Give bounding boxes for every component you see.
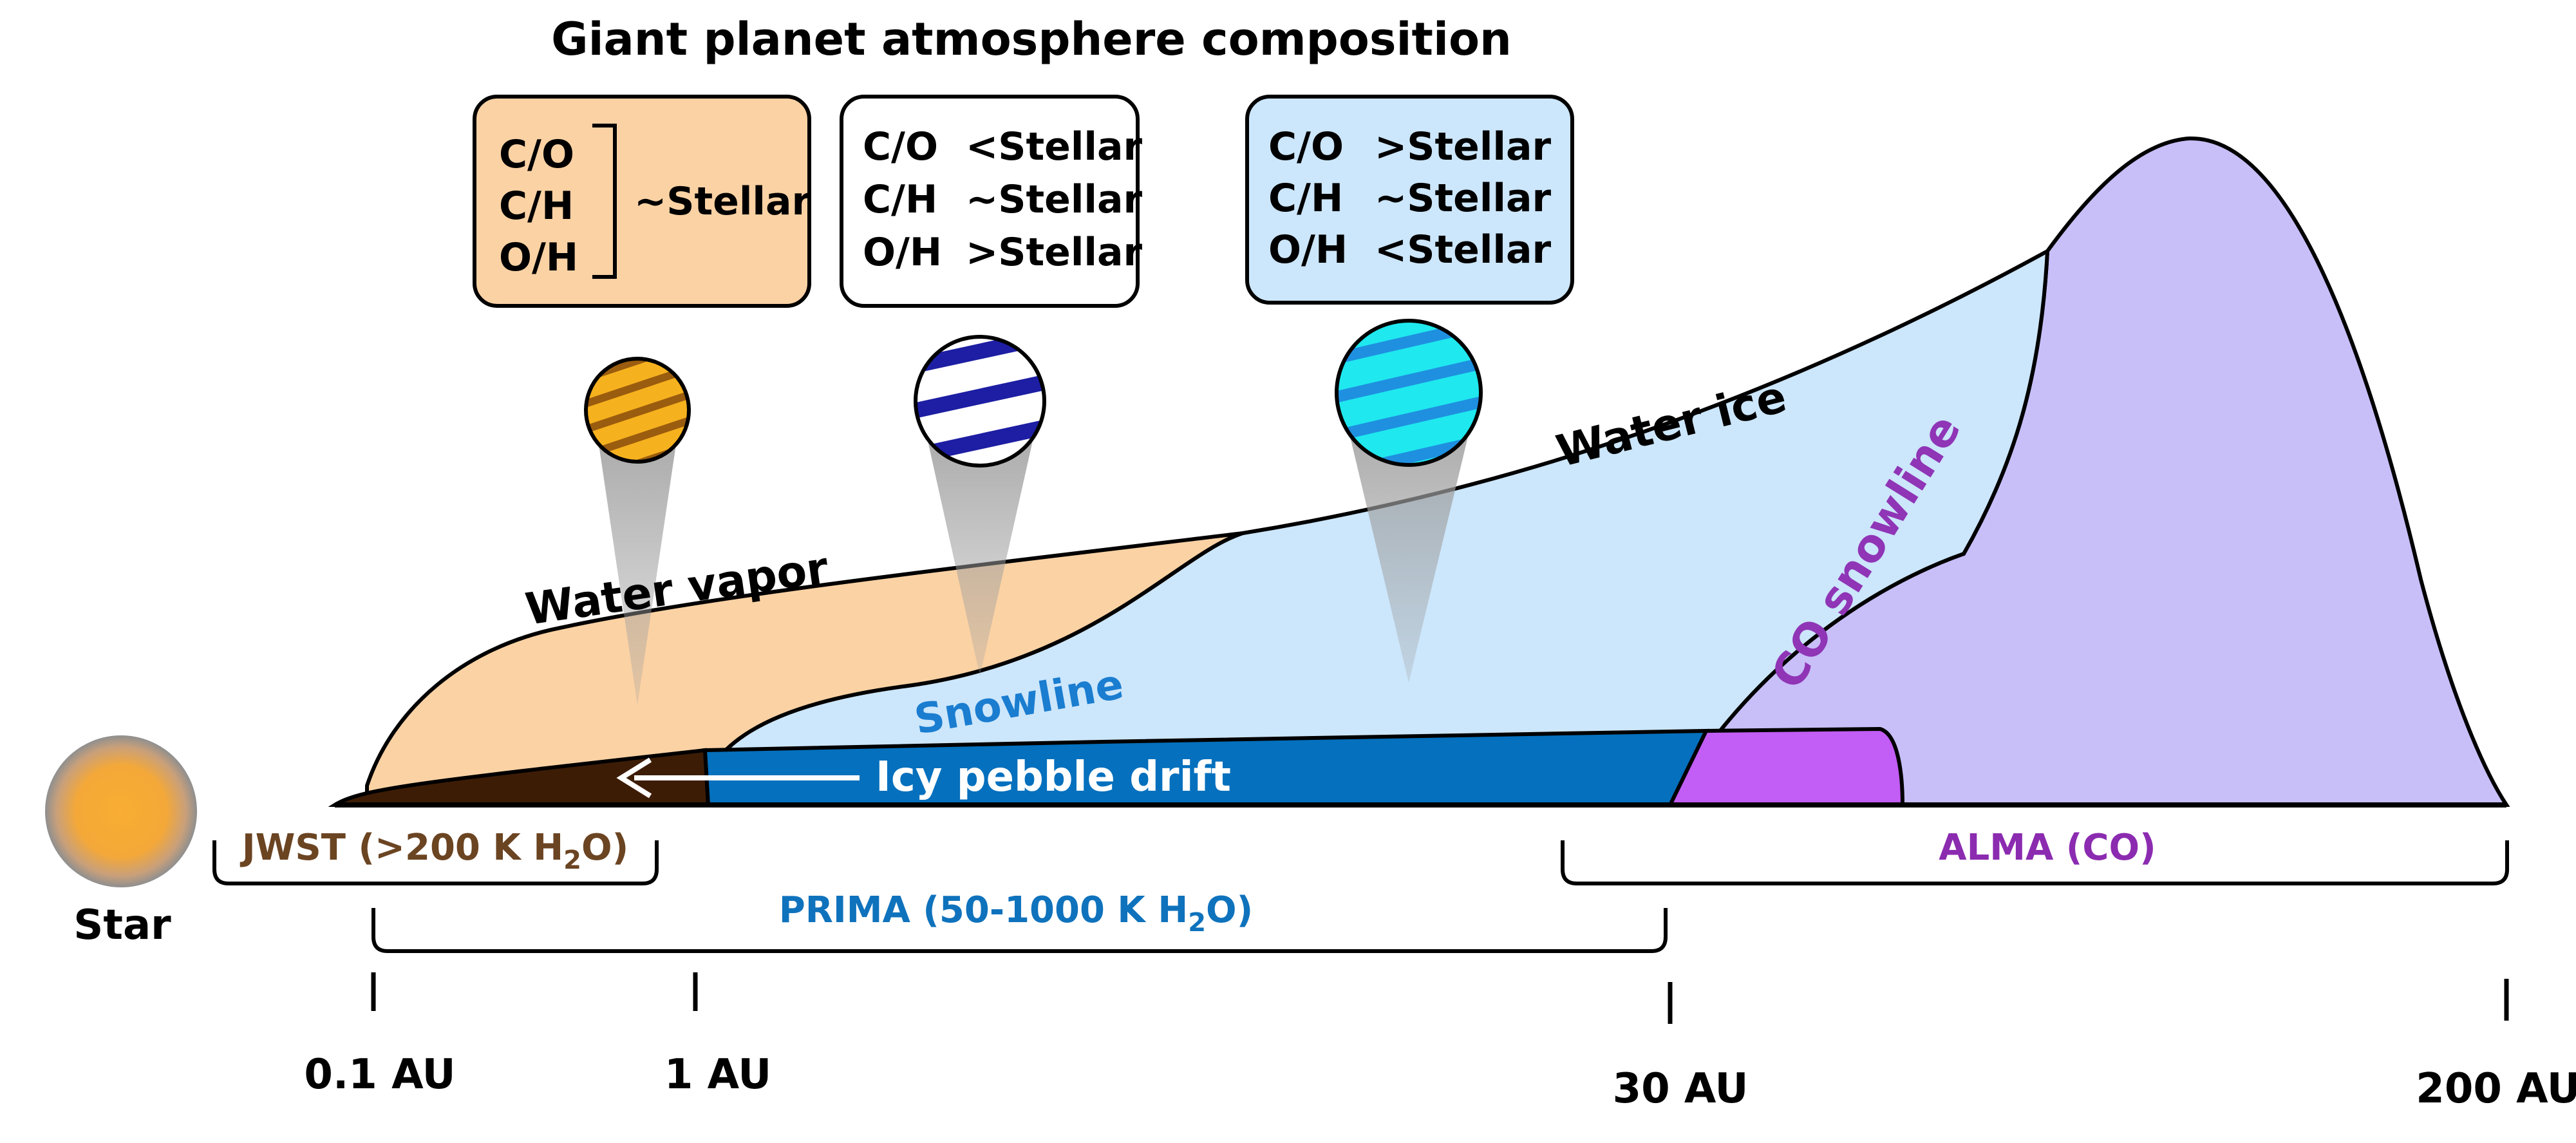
box2-value-ch: ~Stellar bbox=[966, 177, 1142, 222]
cone-3 bbox=[1349, 431, 1469, 683]
box1-bracket bbox=[592, 124, 617, 279]
prima-bracket bbox=[371, 908, 1668, 953]
box3-value-oh: <Stellar bbox=[1375, 227, 1551, 272]
alma-bracket bbox=[1561, 840, 2509, 885]
box3-ratio-oh: O/H bbox=[1268, 227, 1348, 272]
box1-ratio-oh: O/H bbox=[499, 235, 578, 280]
prima-label: PRIMA (50-1000 K H2O) bbox=[779, 889, 1254, 938]
distance-label-1-au: 1 AU bbox=[664, 1051, 771, 1099]
box3-ratio-co: C/O bbox=[1268, 124, 1344, 169]
box2-value-co: <Stellar bbox=[966, 124, 1142, 169]
alma-label: ALMA (CO) bbox=[1939, 827, 2156, 869]
jwst-label: JWST (>200 K H2O) bbox=[240, 827, 628, 875]
composition-box-2: C/O <Stellar C/H ~Stellar O/H >Stellar bbox=[840, 95, 1142, 308]
distance-label-200-au: 200 AU bbox=[2416, 1065, 2576, 1113]
diagram-title: Giant planet atmosphere composition bbox=[551, 13, 1512, 66]
box2-value-oh: >Stellar bbox=[966, 230, 1142, 275]
box1-ratio-co: C/O bbox=[499, 132, 574, 177]
star-icon bbox=[45, 735, 197, 887]
box1-ratio-ch: C/H bbox=[499, 184, 574, 229]
box2-ratio-oh: O/H bbox=[863, 230, 942, 275]
star-label: Star bbox=[73, 902, 171, 949]
planet-3 bbox=[1335, 319, 1483, 467]
box2-ratio-co: C/O bbox=[863, 124, 938, 169]
pebble-drift-layer bbox=[702, 728, 1709, 807]
icy-pebble-drift-label: Icy pebble drift bbox=[876, 753, 1231, 801]
box3-value-co: >Stellar bbox=[1375, 124, 1551, 169]
jwst-bracket bbox=[212, 840, 659, 885]
pebble-drift-arrow bbox=[616, 757, 860, 798]
cone-1 bbox=[599, 444, 676, 705]
box2-ratio-ch: C/H bbox=[863, 177, 937, 222]
composition-box-3: C/O >Stellar C/H ~Stellar O/H <Stellar bbox=[1245, 95, 1574, 305]
box1-value: ~Stellar bbox=[634, 179, 811, 224]
distance-label-0-1-au: 0.1 AU bbox=[304, 1051, 455, 1099]
planet-1 bbox=[584, 357, 691, 464]
planet-2 bbox=[914, 335, 1046, 468]
box3-value-ch: ~Stellar bbox=[1375, 176, 1551, 221]
cone-2 bbox=[927, 438, 1033, 676]
vapor-region bbox=[365, 531, 1243, 807]
box3-ratio-ch: C/H bbox=[1268, 176, 1343, 221]
pebble-inner-layer bbox=[328, 748, 711, 807]
distance-label-30-au: 30 AU bbox=[1613, 1065, 1749, 1113]
composition-box-1: C/O C/H O/H ~Stellar bbox=[473, 95, 811, 308]
co-pebble-layer bbox=[1667, 726, 1905, 807]
